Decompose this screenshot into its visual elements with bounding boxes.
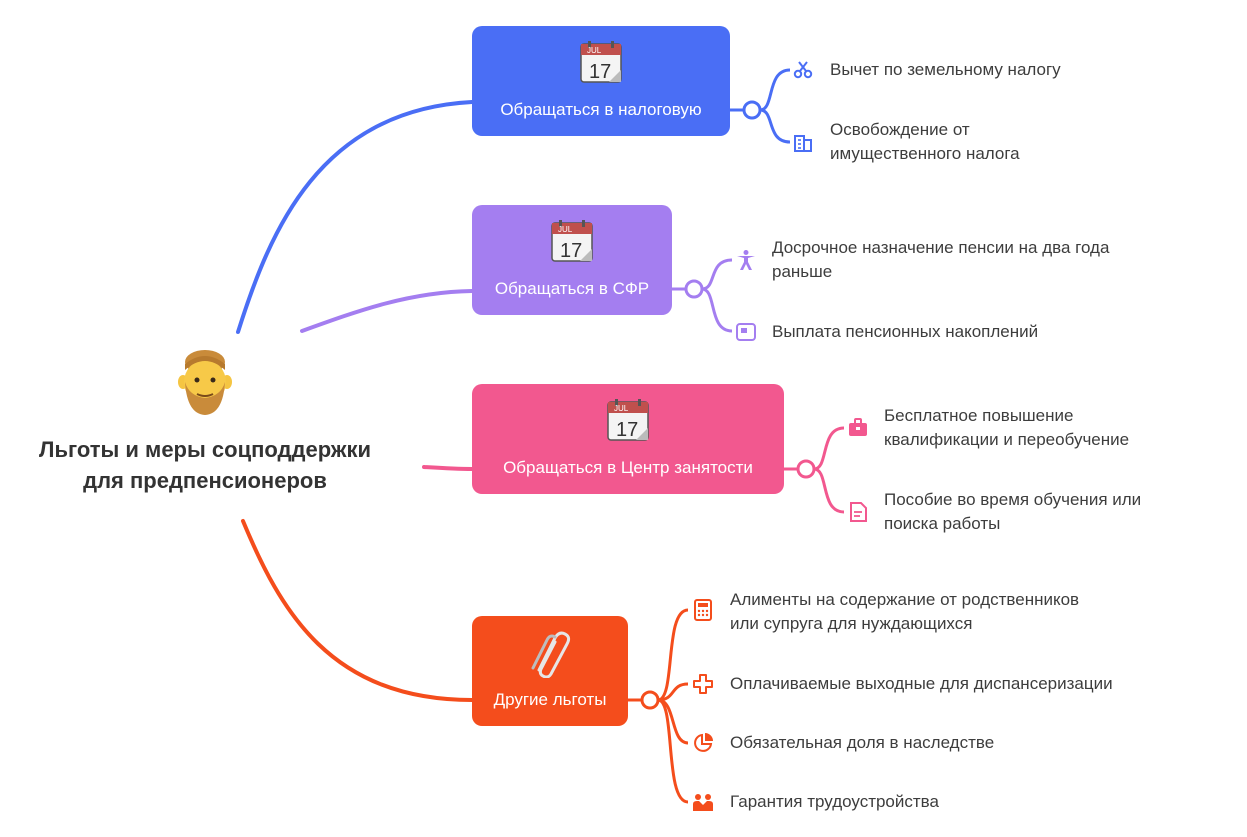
calendar-month: JUL [558, 225, 573, 234]
tax-branch-node [742, 100, 762, 120]
calculator-icon [694, 599, 712, 621]
people-icon [693, 794, 713, 811]
topic-employment[interactable]: JUL 17 Обращаться в Центр занятости [472, 384, 784, 494]
leaf-other-1[interactable]: Алименты на содержание от родственников … [730, 590, 1080, 633]
employment-branch-node [796, 459, 816, 479]
card-icon [736, 323, 756, 341]
topic-sfr-label: Обращаться в СФР [494, 279, 650, 298]
topic-employment-label: Обращаться в Центр занятости [503, 458, 753, 477]
root-topic[interactable]: Льготы и меры соцподдержки для предпенси… [0, 348, 410, 496]
building-icon [794, 135, 812, 152]
topic-tax[interactable]: JUL 17 Обращаться в налоговую [472, 26, 730, 136]
scissors-icon [793, 61, 813, 79]
calendar-icon: JUL 17 [551, 220, 593, 262]
link-root-sfr [300, 289, 474, 333]
topic-other-label: Другие льготы [493, 690, 607, 709]
calendar-day: 17 [616, 419, 638, 441]
calendar-icon: JUL 17 [580, 41, 622, 83]
link-root-employment [422, 465, 474, 471]
leaf-tax-1[interactable]: Вычет по земельному налогу [830, 60, 1061, 79]
link-root-tax [236, 100, 474, 334]
paperclip-icon [531, 631, 571, 678]
leaf-sfr-1[interactable]: Досрочное назначение пенсии на два года … [772, 238, 1110, 281]
topic-other[interactable]: Другие льготы [472, 616, 628, 726]
leaf-other-2[interactable]: Оплачиваемые выходные для диспансеризаци… [730, 674, 1113, 693]
leaf-sfr-2[interactable]: Выплата пенсионных накоплений [772, 322, 1039, 341]
calendar-icon: JUL 17 [607, 399, 649, 441]
man-beard-emoji-icon [178, 350, 232, 415]
leaf-other-4[interactable]: Гарантия трудоустройства [730, 792, 939, 811]
calendar-month: JUL [614, 404, 629, 413]
calendar-month: JUL [587, 46, 602, 55]
document-icon [850, 502, 867, 522]
calendar-day: 17 [560, 240, 582, 262]
leaf-employment-2[interactable]: Пособие во время обучения или поиска раб… [884, 490, 1142, 533]
link-root-other [241, 519, 474, 702]
briefcase-icon [849, 418, 867, 436]
leaf-tax-2[interactable]: Освобождение от имущественного налога [830, 120, 1020, 163]
leaf-other-3[interactable]: Обязательная доля в наследстве [730, 733, 995, 752]
accessibility-icon [737, 250, 755, 270]
medical-cross-icon [693, 674, 713, 694]
topic-sfr[interactable]: JUL 17 Обращаться в СФР [472, 205, 672, 315]
root-title: Льготы и меры соцподдержки для предпенси… [39, 437, 371, 493]
calendar-day: 17 [589, 61, 611, 83]
other-branch-node [640, 690, 660, 710]
pie-chart-icon [694, 733, 713, 752]
topic-tax-label: Обращаться в налоговую [500, 100, 702, 119]
leaf-employment-1[interactable]: Бесплатное повышение квалификации и пере… [884, 406, 1130, 449]
sfr-branch-node [684, 279, 704, 299]
